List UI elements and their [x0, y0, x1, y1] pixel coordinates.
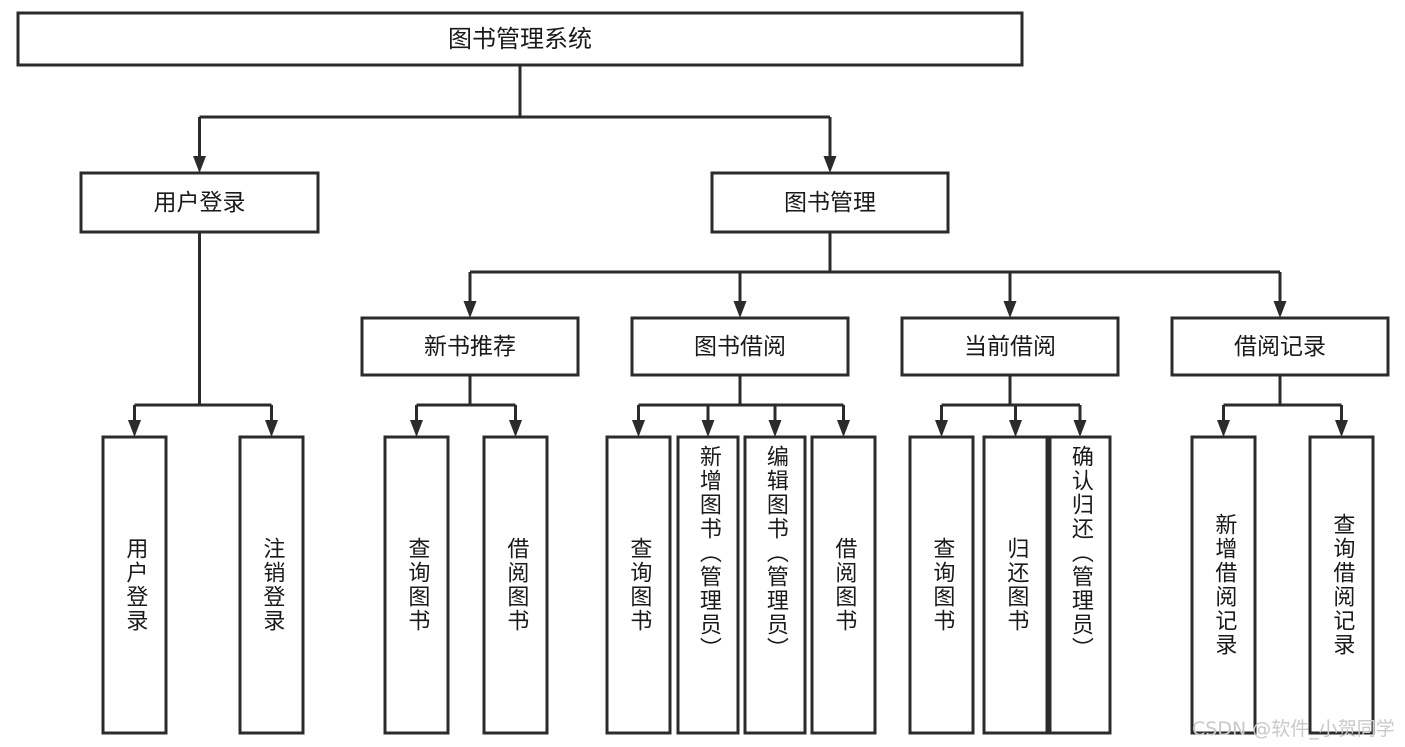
node-label-root: 图书管理系统	[448, 25, 592, 53]
arrow-borrow-record-to-leaf-query-record-head	[1335, 420, 1348, 437]
arrow-book-borrow-to-leaf-borrow-book-head	[837, 420, 850, 437]
node-label-current-borrow: 当前借阅	[964, 334, 1056, 360]
node-box-borrow-record[interactable]	[1170, 316, 1390, 377]
node-box-leaf-add-book[interactable]	[676, 435, 740, 735]
node-label-user-login: 用户登录	[154, 190, 246, 216]
arrow-new-book-rec-to-leaf-borrow-book-rec-head	[509, 420, 522, 437]
arrow-current-borrow-to-leaf-return-book-head	[1009, 420, 1022, 437]
node-label-book-borrow: 图书借阅	[694, 334, 786, 360]
node-box-leaf-borrow-book-rec[interactable]	[482, 435, 549, 735]
arrow-bm-to-borrow-record-head	[1273, 301, 1287, 318]
node-box-book-borrow[interactable]	[630, 316, 850, 377]
arrow-user-login-to-leaf-logout-head	[265, 420, 278, 437]
node-box-leaf-query-book-rec[interactable]	[383, 435, 450, 735]
node-box-leaf-query-book-borrow[interactable]	[605, 435, 672, 735]
node-box-new-book-rec[interactable]	[360, 316, 580, 377]
arrow-book-borrow-to-leaf-query-book-borrow-head	[632, 420, 645, 437]
arrow-borrow-record-to-leaf-add-record-head	[1217, 420, 1230, 437]
node-box-leaf-borrow-book[interactable]	[810, 435, 877, 735]
node-box-leaf-query-book-cur[interactable]	[908, 435, 975, 735]
node-box-leaf-query-record[interactable]	[1308, 435, 1375, 735]
node-label-new-book-rec: 新书推荐	[424, 334, 516, 360]
arrow-bm-to-book-borrow-head	[733, 301, 747, 318]
node-box-leaf-logout[interactable]	[238, 435, 305, 735]
node-box-root[interactable]	[16, 11, 1024, 67]
arrow-bm-to-current-borrow-head	[1003, 301, 1017, 318]
node-box-leaf-user-login[interactable]	[101, 435, 168, 735]
arrow-book-borrow-to-leaf-add-book-head	[701, 420, 715, 437]
arrow-current-borrow-to-leaf-query-book-cur-head	[935, 420, 948, 437]
node-box-book-manage[interactable]	[710, 171, 950, 234]
node-label-book-manage: 图书管理	[784, 190, 876, 216]
node-box-leaf-confirm-return[interactable]	[1048, 435, 1112, 735]
node-label-borrow-record: 借阅记录	[1234, 334, 1326, 360]
node-box-leaf-edit-book[interactable]	[743, 435, 807, 735]
arrow-root-to-book-manage-head	[823, 156, 837, 173]
node-box-current-borrow[interactable]	[900, 316, 1120, 377]
arrow-user-login-to-leaf-user-login-head	[128, 420, 141, 437]
arrow-root-to-user-login-head	[193, 156, 206, 173]
node-boxes	[16, 11, 1390, 735]
arrow-current-borrow-to-leaf-confirm-return-head	[1073, 420, 1087, 437]
node-box-leaf-add-record[interactable]	[1190, 435, 1257, 735]
connector-lines	[128, 65, 1348, 437]
arrow-new-book-rec-to-leaf-query-book-rec-head	[410, 420, 423, 437]
node-box-user-login[interactable]	[79, 171, 320, 234]
arrow-book-borrow-to-leaf-edit-book-head	[768, 420, 782, 437]
node-box-leaf-return-book[interactable]	[982, 435, 1049, 735]
arrow-bm-to-new-book-rec-head	[463, 301, 477, 318]
